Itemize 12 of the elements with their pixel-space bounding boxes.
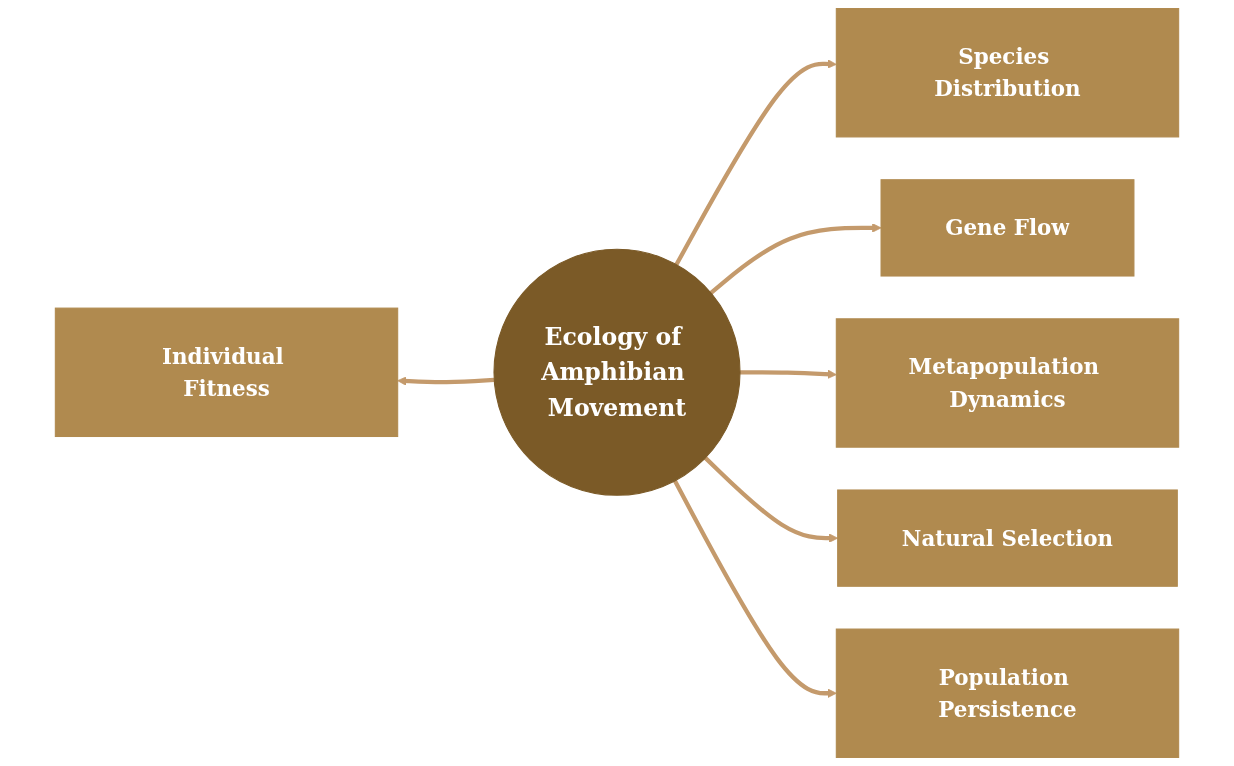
arrow [740,369,837,379]
arrow [674,59,837,266]
node-box: Population Persistence [835,628,1180,758]
node-box: Metapopulation Dynamics [835,318,1180,448]
arrow [673,479,837,698]
node-box: Natural Selection [837,489,1178,587]
arrow [397,376,495,386]
node-box: Gene Flow [880,179,1135,277]
node-box: Species Distribution [835,8,1180,138]
arrow [709,223,882,295]
node-circle: Ecology of Amphibian Movement [493,248,741,496]
node-box: Individual Fitness [54,307,399,438]
